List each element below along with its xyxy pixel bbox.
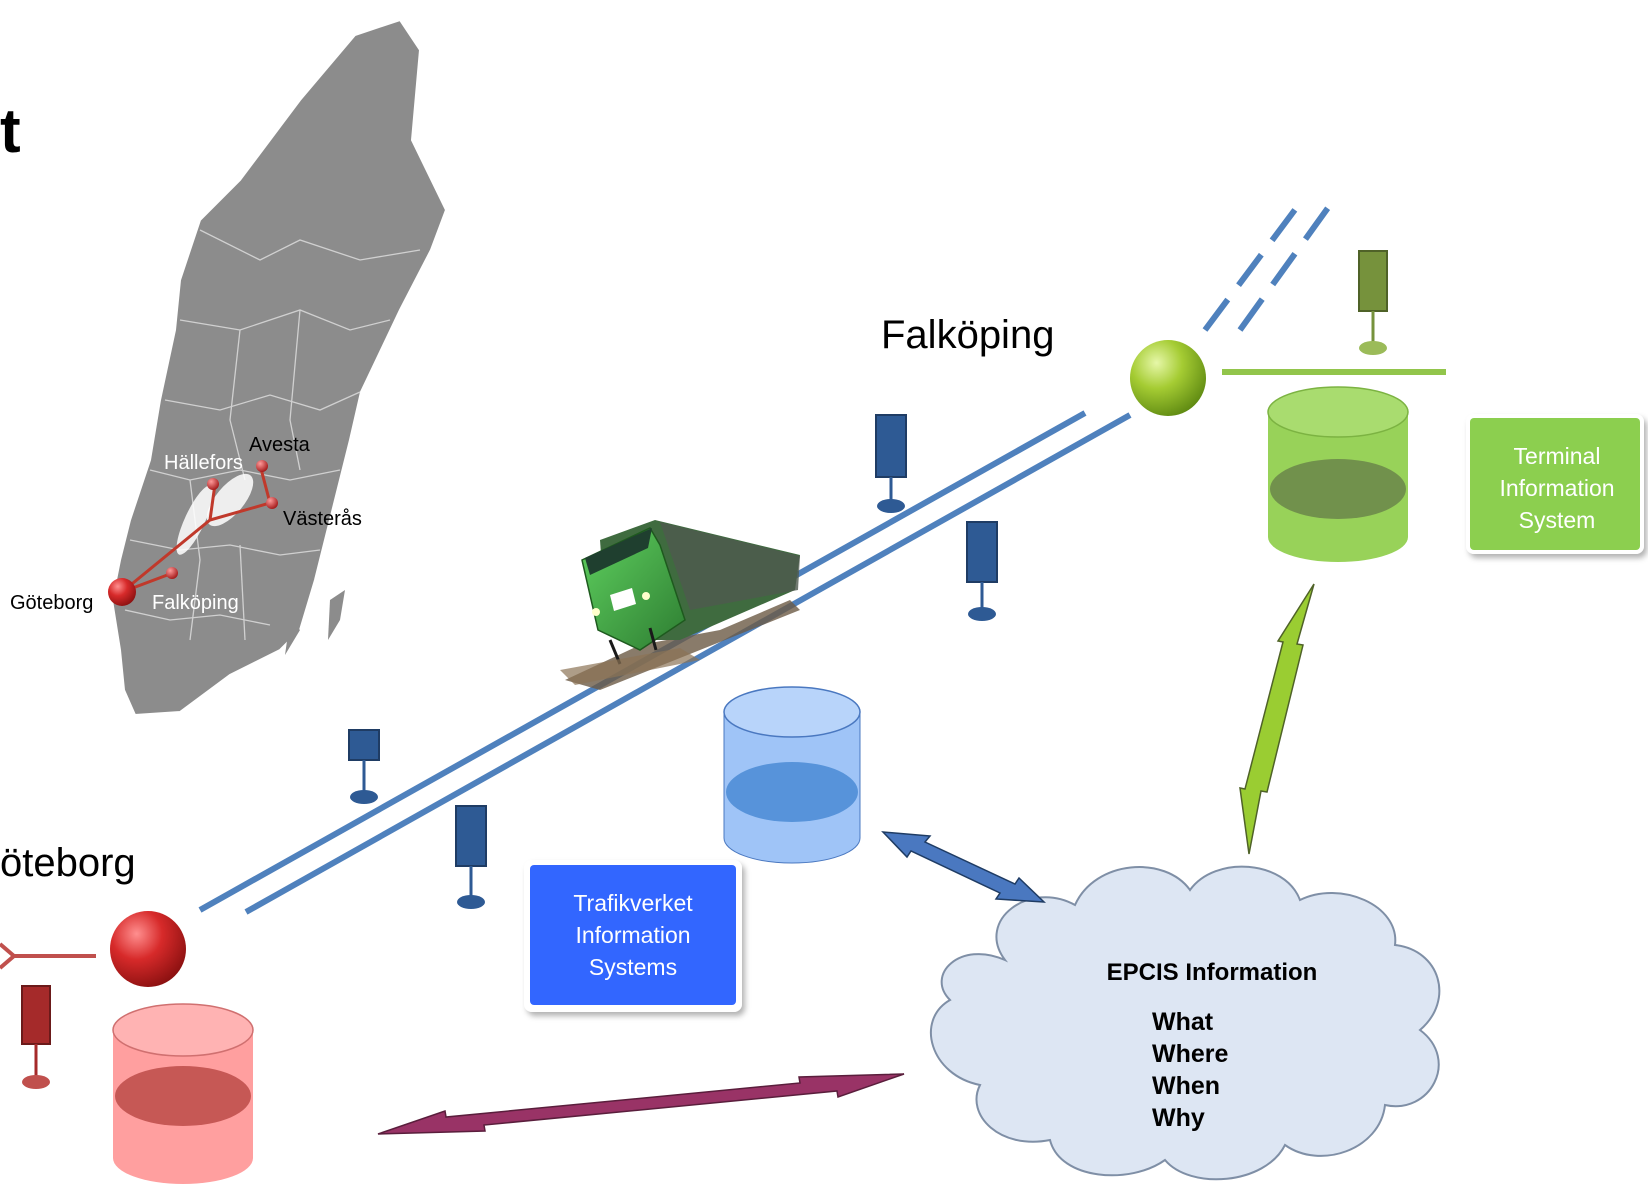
station-label-goteborg: öteborg bbox=[0, 841, 136, 885]
map-hallefors-dot bbox=[207, 478, 219, 490]
sensor-post-blue bbox=[455, 805, 487, 909]
map-label-falkoping: Falköping bbox=[152, 592, 239, 614]
terminal-box-line-2: Information bbox=[1499, 475, 1614, 501]
sensor-post-red bbox=[21, 985, 51, 1089]
arrow-goteborg-epcis bbox=[377, 1073, 905, 1135]
terminal-information-system-box[interactable] bbox=[1466, 414, 1644, 554]
trafikverket-box-line-3: Systems bbox=[589, 954, 677, 980]
cloud-item-where: Where bbox=[1152, 1040, 1229, 1068]
trafikverket-information-systems-box[interactable] bbox=[524, 860, 742, 1012]
train-image bbox=[560, 520, 800, 690]
sensor-post-blue bbox=[348, 729, 380, 804]
trafikverket-database bbox=[723, 686, 861, 864]
map-avesta-dot bbox=[256, 460, 268, 472]
map-falkoping-dot bbox=[166, 567, 178, 579]
sweden-map: Avesta Hällefors Västerås Göteborg Falkö… bbox=[10, 18, 448, 717]
trafikverket-box-line-2: Information bbox=[575, 922, 690, 948]
cloud-item-when: When bbox=[1152, 1072, 1220, 1100]
station-node-goteborg[interactable] bbox=[110, 911, 186, 987]
sensor-post-blue bbox=[966, 521, 998, 621]
title-fragment: t bbox=[0, 97, 21, 166]
cloud-icon bbox=[929, 865, 1441, 1181]
cloud-item-why: Why bbox=[1152, 1104, 1205, 1132]
station-label-falkoping: Falköping bbox=[881, 313, 1054, 357]
map-vasteras-dot bbox=[266, 497, 278, 509]
terminal-box-line-3: System bbox=[1519, 507, 1596, 533]
arrow-trafikverket-epcis bbox=[881, 831, 1046, 903]
station-node-falkoping[interactable] bbox=[1130, 340, 1206, 416]
rail-track-continuation bbox=[1202, 201, 1333, 332]
cloud-title: EPCIS Information bbox=[1107, 959, 1318, 986]
terminal-database bbox=[1267, 386, 1409, 562]
goteborg-database bbox=[112, 1003, 254, 1184]
arrow-terminal-epcis bbox=[1239, 583, 1315, 855]
goteborg-branch-track bbox=[0, 942, 96, 970]
map-label-hallefors: Hällefors bbox=[164, 452, 243, 474]
cloud-item-what: What bbox=[1152, 1008, 1214, 1036]
map-label-avesta: Avesta bbox=[249, 434, 311, 456]
map-goteborg-dot bbox=[108, 578, 136, 606]
map-label-goteborg: Göteborg bbox=[10, 592, 93, 614]
trafikverket-box-line-1: Trafikverket bbox=[573, 890, 693, 916]
sensor-post-green bbox=[1358, 250, 1388, 355]
terminal-box-line-1: Terminal bbox=[1514, 443, 1601, 469]
map-label-vasteras: Västerås bbox=[283, 508, 362, 530]
sensor-post-blue bbox=[875, 414, 907, 513]
